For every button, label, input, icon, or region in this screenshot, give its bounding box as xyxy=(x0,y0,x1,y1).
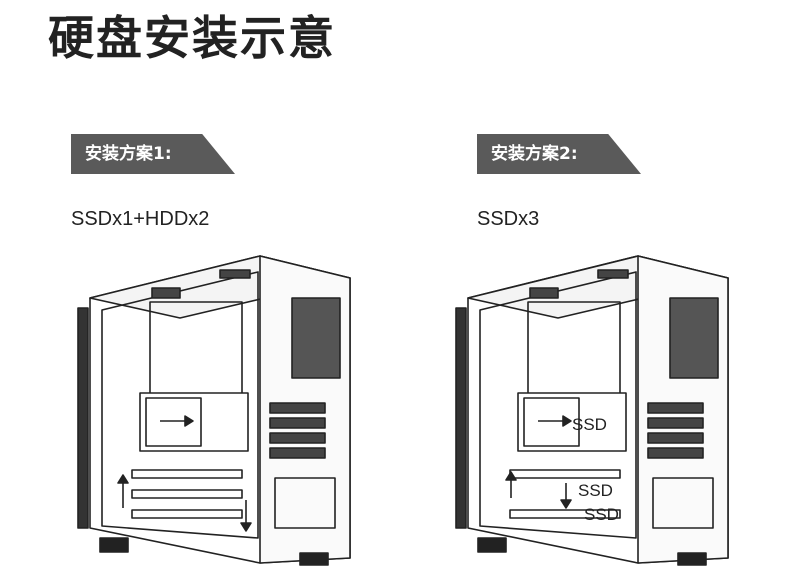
plan-1-description: SSDx1+HDDx2 xyxy=(71,208,210,230)
plan-2-description: SSDx3 xyxy=(477,208,540,230)
ssd-label-3: SSD xyxy=(584,505,619,524)
case-illustration-plan-2: SSD SSD SSD xyxy=(455,255,729,566)
plan-1-banner: 安装方案1: xyxy=(71,134,235,174)
ssd-label-1: SSD xyxy=(572,415,607,434)
plan-2-banner: 安装方案2: xyxy=(477,134,641,174)
ssd-label-2: SSD xyxy=(578,481,613,500)
page-title: 硬盘安装示意 xyxy=(48,11,336,65)
case-illustration-plan-1 xyxy=(77,255,351,566)
